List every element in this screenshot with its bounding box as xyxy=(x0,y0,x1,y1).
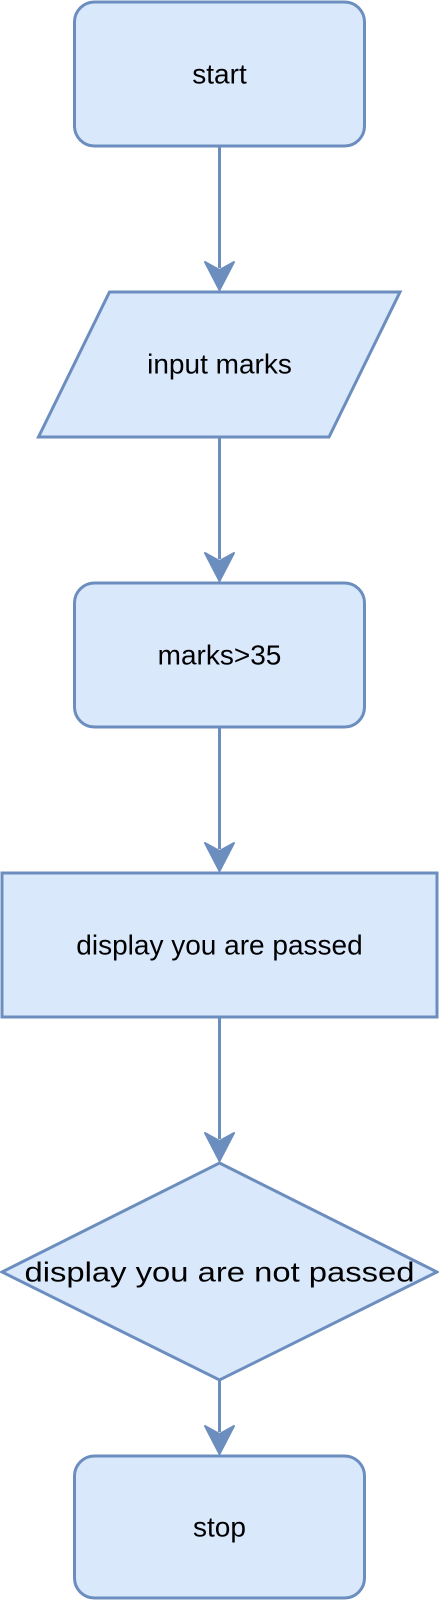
edge-condition-to-display-passed xyxy=(204,727,235,872)
arrowhead-icon xyxy=(204,261,235,291)
node-condition-shape xyxy=(73,581,366,729)
arrowhead-icon xyxy=(204,552,235,582)
node-stop-label: stop xyxy=(193,1512,246,1543)
node-start-label: start xyxy=(192,59,247,90)
edge-display-not-passed-to-stop xyxy=(204,1380,235,1455)
node-start-shape xyxy=(73,0,366,148)
edge-display-passed-to-display-not-passed xyxy=(204,1017,235,1162)
node-condition[interactable]: marks>35 xyxy=(73,581,366,729)
edge-input-marks-to-condition xyxy=(204,437,235,582)
node-input-marks[interactable]: input marks xyxy=(36,290,403,439)
node-stop-shape xyxy=(73,1454,366,1600)
node-input-marks-shape xyxy=(36,290,403,439)
node-display-passed-shape xyxy=(0,871,439,1019)
edge-start-to-input-marks xyxy=(204,146,235,291)
node-display-not-passed-shape xyxy=(0,1161,439,1382)
node-start[interactable]: start xyxy=(73,0,366,148)
node-input-marks-label: input marks xyxy=(147,349,292,380)
node-condition-label: marks>35 xyxy=(158,640,282,671)
arrowhead-icon xyxy=(204,1132,235,1162)
node-display-passed-label: display you are passed xyxy=(76,930,362,961)
arrowhead-icon xyxy=(204,842,235,872)
flowchart-edges xyxy=(204,146,235,1455)
node-stop[interactable]: stop xyxy=(73,1454,366,1600)
node-display-not-passed-label: display you are not passed xyxy=(25,1257,415,1288)
node-display-not-passed[interactable]: display you are not passed xyxy=(0,1161,439,1382)
node-display-passed[interactable]: display you are passed xyxy=(0,871,439,1019)
arrowhead-icon xyxy=(204,1425,235,1455)
